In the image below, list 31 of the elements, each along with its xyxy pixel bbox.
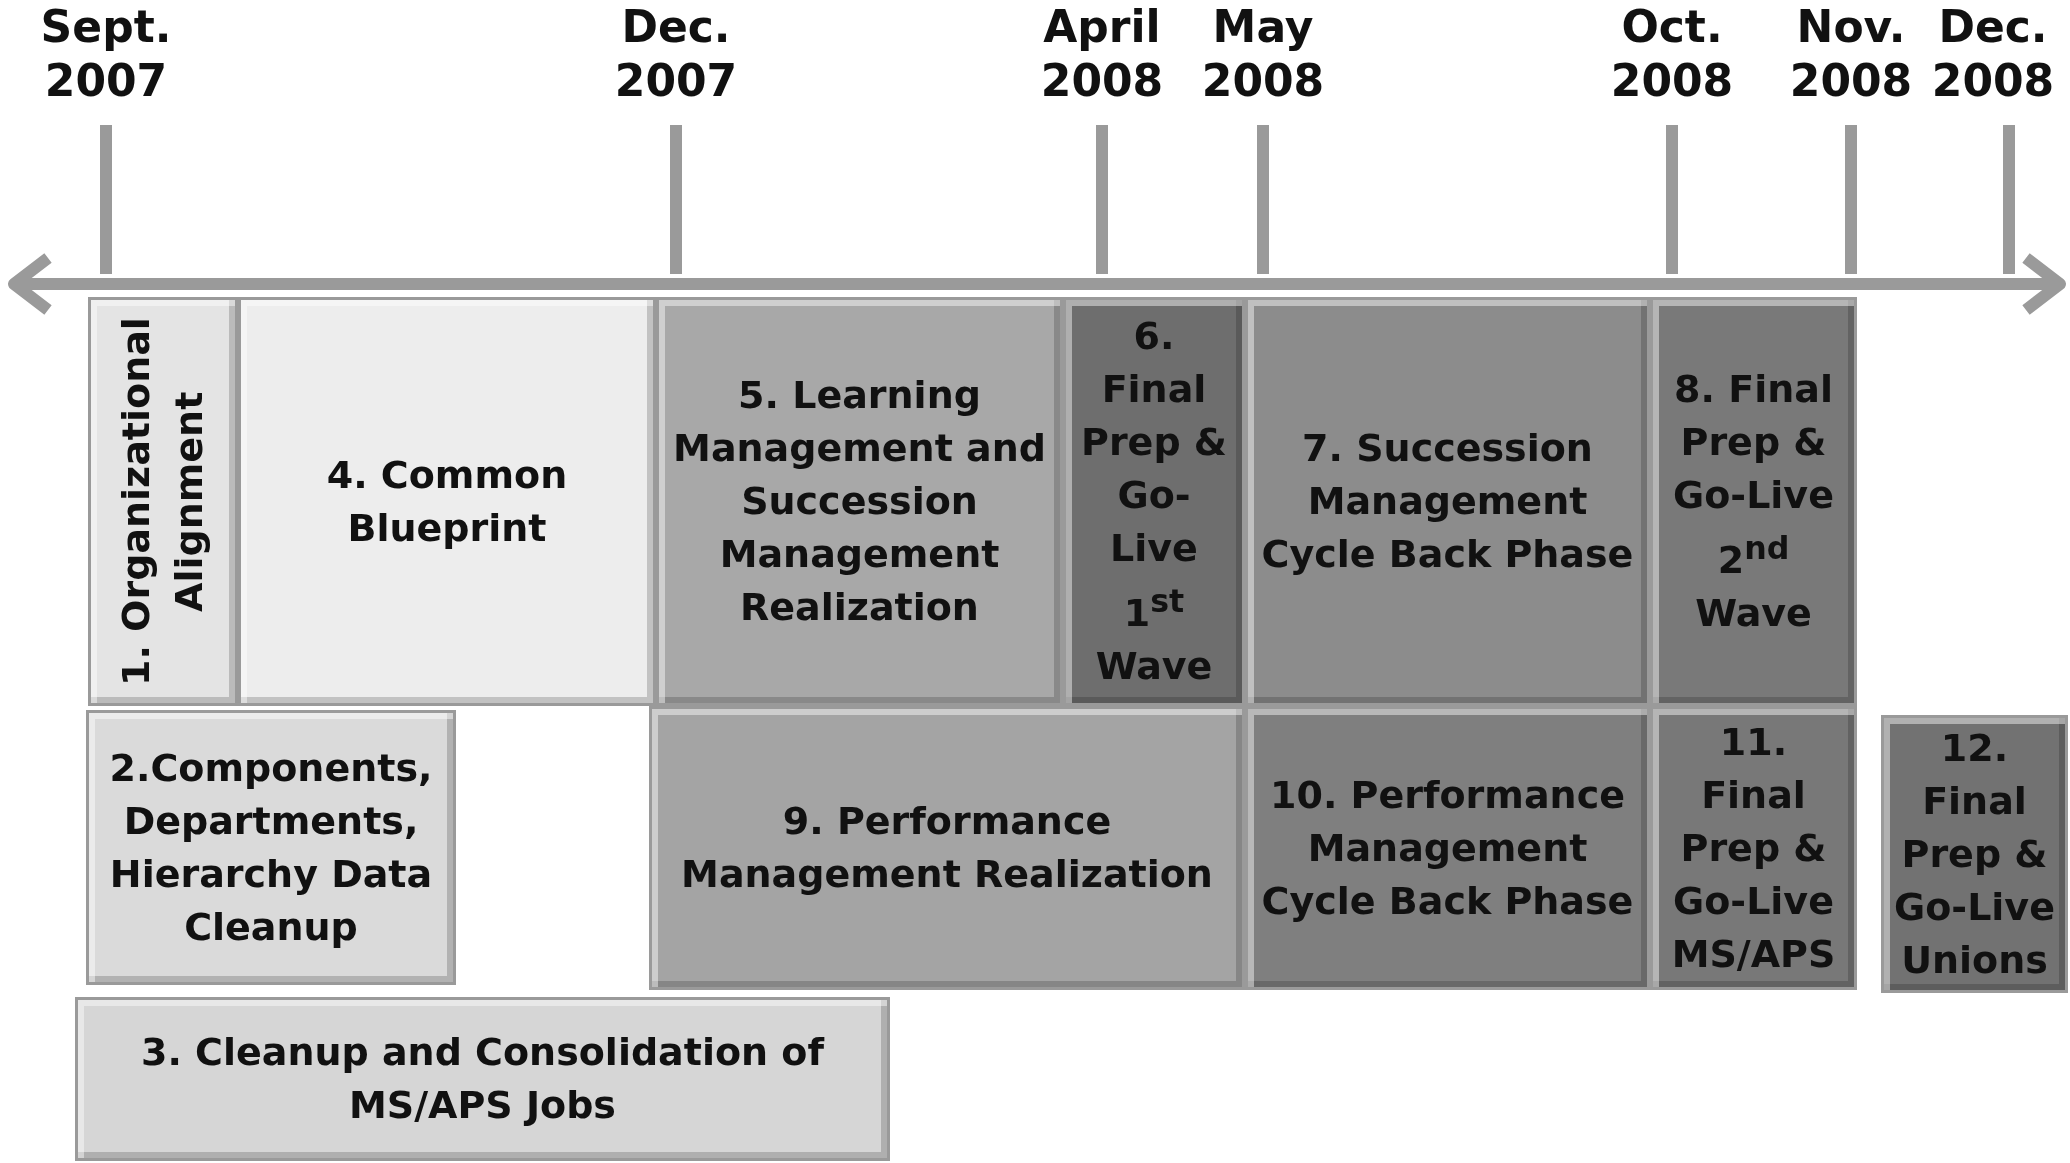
- phase-label: 9. Performance Management Realization: [680, 798, 1214, 898]
- phase-label: 4. Common Blueprint: [325, 451, 569, 552]
- phase-label: 12. Final Prep & Go-Live Unions: [1893, 724, 2056, 984]
- date-label: Nov. 2008: [1788, 0, 1914, 108]
- phase-label: 2.Components, Departments, Hierarchy Data Cleanup: [108, 744, 434, 951]
- date-label: Sept. 2007: [39, 0, 173, 108]
- phase-bar: [1245, 297, 1650, 706]
- phase-bar: [656, 297, 1063, 706]
- date-label: Oct. 2008: [1609, 0, 1735, 108]
- phase-bar: [1063, 297, 1245, 706]
- phase-bar: [238, 297, 656, 706]
- phase-label: 3. Cleanup and Consolidation of MS/APS Jobs: [140, 1029, 826, 1129]
- phase-bar: [75, 997, 890, 1161]
- date-label: Dec. 2007: [613, 0, 739, 108]
- phase-label: 1. Organizational Alignment: [113, 316, 212, 688]
- phase-label: 6. Final Prep & Go-Live 1$^{st}$ Wave: [1080, 313, 1228, 690]
- phase-bar: [86, 710, 456, 985]
- phase-bar: [1881, 715, 2068, 993]
- phase-bar: [1650, 706, 1857, 990]
- phase-label: 10. Performance Management Cycle Back Phase: [1260, 771, 1635, 925]
- phase-bar: [649, 706, 1245, 990]
- phase-bar: [1650, 297, 1857, 706]
- phase-label: 7. Succession Management Cycle Back Phase: [1260, 425, 1635, 578]
- phase-bar: [88, 297, 238, 706]
- phase-bar: [1245, 706, 1650, 990]
- date-label: May 2008: [1200, 0, 1326, 108]
- phase-label: 8. Final Prep & Go-Live 2$^{nd}$ Wave: [1672, 366, 1835, 637]
- phase-label: 11. Final Prep & Go-Live MS/APS: [1670, 718, 1837, 978]
- date-label: Dec. 2008: [1930, 0, 2056, 108]
- date-label: April 2008: [1039, 0, 1165, 108]
- phase-label: 5. Learning Management and Succession Management Realization: [672, 372, 1047, 631]
